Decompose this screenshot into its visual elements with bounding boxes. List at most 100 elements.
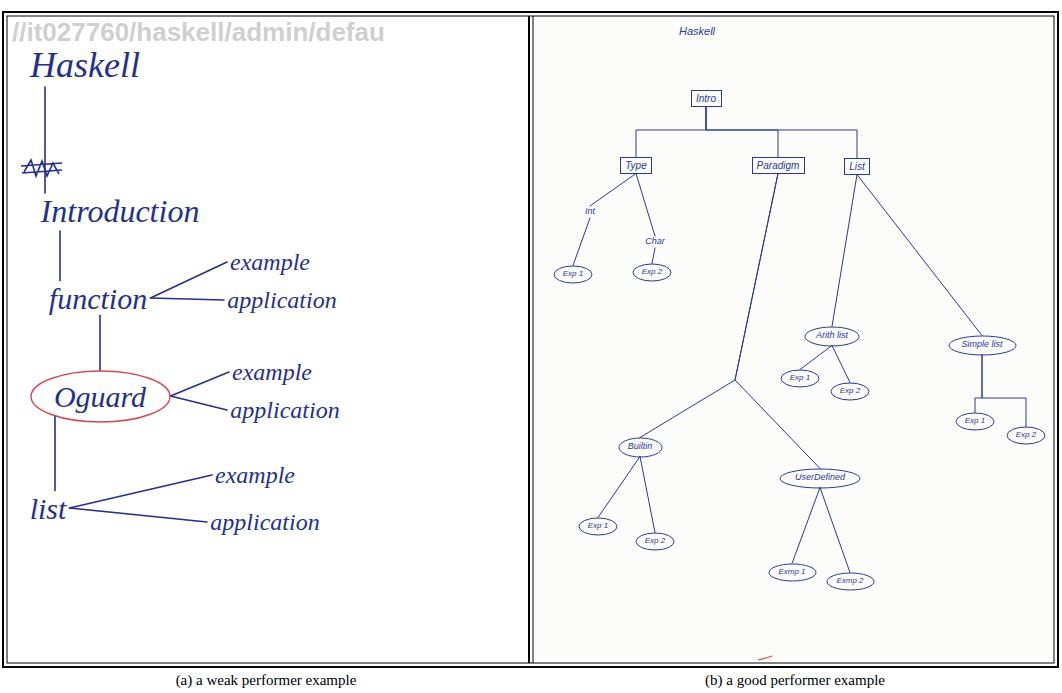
- example-ellipse: Exp 2: [1006, 426, 1046, 445]
- tree-connector: [636, 107, 706, 157]
- handwritten-topic: function: [46, 281, 151, 316]
- tree-connector: [792, 488, 820, 564]
- node-text: Char: [645, 237, 665, 247]
- ellipse-outline: [633, 264, 671, 281]
- node-text: List: [849, 161, 865, 172]
- topic-box: Type: [620, 157, 652, 174]
- tree-connector: [59, 231, 61, 281]
- tree-connector: [44, 87, 46, 193]
- subtopic-word: Char: [642, 236, 668, 248]
- handwritten-leaf: application: [224, 286, 340, 315]
- ellipse-outline: [579, 518, 617, 535]
- node-text: application: [210, 509, 319, 535]
- example-ellipse: Exmp 1: [768, 563, 817, 582]
- ellipse-outline: [827, 573, 874, 590]
- subtopic-ellipse: Builtin: [618, 437, 663, 458]
- node-text: Exmp 1: [778, 568, 805, 577]
- tree-connector: [70, 475, 213, 508]
- tree-connector: [54, 415, 56, 490]
- subtopic-word: Int: [582, 206, 599, 218]
- tree-connector: [832, 175, 857, 327]
- ellipse-outline: [805, 327, 859, 346]
- tree-connector: [636, 174, 655, 237]
- example-ellipse: Exp 1: [578, 517, 618, 536]
- tree-connector: [590, 174, 636, 207]
- panel-divider: [528, 16, 530, 663]
- node-text: Int: [585, 207, 595, 217]
- circled-topic: Oguard: [30, 370, 171, 423]
- handwritten-root: Haskell: [27, 45, 143, 87]
- tree-connector: [99, 316, 101, 371]
- example-ellipse: Exmp 2: [826, 572, 875, 591]
- tree-connector: [573, 218, 590, 266]
- ellipse-outline: [636, 533, 674, 550]
- node-text: application: [230, 397, 339, 423]
- node-text: Exp 2: [645, 537, 665, 546]
- node-text: Type: [625, 160, 647, 171]
- ellipse-outline: [769, 564, 816, 581]
- tree-connector: [820, 488, 850, 573]
- node-text: Arith list: [816, 331, 848, 341]
- node-text: example: [230, 249, 310, 275]
- ellipse-outline: [949, 336, 1016, 355]
- node-text: Exp 2: [840, 387, 860, 396]
- node-text: Exp 2: [642, 268, 662, 277]
- ellipse-outline: [780, 469, 860, 488]
- node-text: list: [30, 492, 67, 525]
- handwritten-leaf: application: [227, 396, 343, 425]
- ellipse-outline: [1007, 427, 1045, 444]
- node-text: UserDefined: [795, 473, 845, 483]
- node-text: Oguard: [54, 380, 146, 413]
- node-text: Haskell: [30, 46, 140, 86]
- panel-caption: (a) a weak performer example: [176, 672, 357, 689]
- topic-box: Paradigm: [752, 157, 805, 174]
- tree-connector: [640, 457, 655, 533]
- example-ellipse: Exp 2: [632, 263, 672, 282]
- tree-connector: [832, 346, 850, 383]
- tree-connector: [706, 107, 857, 158]
- node-text: application: [227, 287, 336, 313]
- tree-connector: [171, 372, 230, 396]
- crossed-out-word: [21, 160, 62, 176]
- tree-connector: [70, 508, 208, 522]
- node-text: Exp 1: [965, 417, 985, 426]
- example-ellipse: Exp 2: [830, 382, 870, 401]
- tree-connector: [652, 248, 655, 264]
- ellipse-outline: [554, 266, 592, 283]
- example-ellipse: Exp 1: [955, 412, 995, 431]
- scan-ground: [534, 17, 1053, 662]
- node-text: Exp 1: [790, 374, 810, 383]
- tree-connector: [975, 355, 982, 413]
- node-text: Simple list: [961, 340, 1002, 350]
- handwritten-topic: list: [27, 491, 70, 526]
- topic-box: Intro: [691, 90, 722, 107]
- node-text: Exmp 2: [836, 577, 863, 586]
- panel-divider: [533, 16, 534, 663]
- node-text: Builtin: [628, 442, 653, 452]
- tree-connector: [800, 346, 832, 370]
- ellipse-outline: [31, 371, 170, 422]
- node-text: Intro: [696, 93, 716, 104]
- subtopic-ellipse: Arith list: [804, 326, 860, 347]
- tree-connector: [171, 396, 228, 410]
- tree-connector: [857, 175, 982, 336]
- outer-frame: [3, 12, 1058, 667]
- node-text: Introduction: [41, 194, 200, 229]
- tree-connector: [151, 262, 228, 298]
- red-mark: [758, 656, 772, 660]
- node-text: Exp 1: [563, 270, 583, 279]
- example-ellipse: Exp 1: [553, 265, 593, 284]
- inner-frame: [7, 16, 1054, 663]
- panel-caption: (b) a good performer example: [705, 672, 885, 689]
- ellipse-outline: [831, 383, 869, 400]
- tree-connector: [982, 355, 1026, 427]
- subtopic-ellipse: Simple list: [948, 335, 1017, 356]
- subtopic-ellipse: UserDefined: [779, 468, 861, 489]
- node-text: function: [49, 282, 147, 315]
- example-ellipse: Exp 1: [780, 369, 820, 388]
- watermark-text: //it027760/haskell/admin/defau: [12, 18, 385, 47]
